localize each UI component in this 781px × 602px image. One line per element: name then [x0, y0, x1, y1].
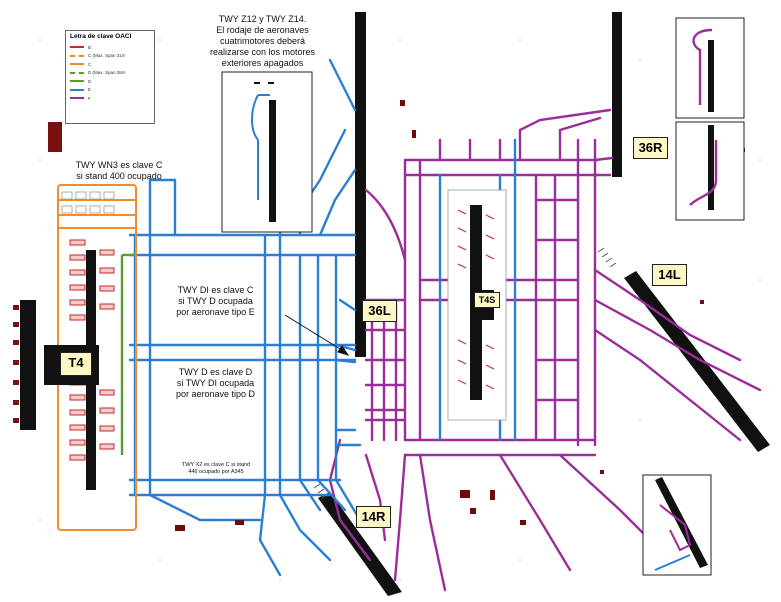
runway-label-14l: 14L: [652, 264, 687, 286]
callout-arrow: [284, 314, 350, 356]
legend-title: Letra de clave OACI: [70, 33, 132, 40]
legend-swatch: [70, 80, 84, 83]
legend-swatch: [70, 97, 84, 100]
legend-item: E: [70, 86, 150, 95]
legend-item: B: [70, 43, 150, 52]
inset-14l-south: [642, 474, 712, 576]
legend-label: B: [88, 44, 92, 50]
callout-twy-x2: TWY X2 es clave C si stand 446 ocupado p…: [181, 462, 251, 475]
runway-label-36l: 36L: [362, 300, 397, 322]
legend-label: D (Max. Span 38m: [88, 70, 126, 76]
legend-item: D (Max. Span 38m: [70, 69, 150, 78]
runway-36r: [612, 12, 622, 177]
legend-swatch: [70, 88, 84, 91]
stand-area-wn3: [61, 191, 115, 214]
legend-item: F: [70, 94, 150, 103]
terminal-label-t4s: T4S: [474, 292, 500, 308]
legend-swatch: [70, 46, 84, 49]
callout-twy-wn3: TWY WN3 es clave C si stand 400 ocupado: [75, 160, 163, 181]
legend-item: D: [70, 77, 150, 86]
runway-14l: [624, 271, 770, 452]
building-block: [48, 122, 62, 152]
runway-36l: [355, 12, 366, 357]
legend-label: E: [88, 87, 92, 93]
runway-label-14r: 14R: [356, 506, 391, 528]
callout-twy-di: TWY DI es clave C si TWY D ocupada por a…: [176, 285, 255, 317]
callout-twy-d: TWY D es clave D si TWY DI ocupada por a…: [175, 367, 256, 399]
legend-label: D: [88, 78, 92, 84]
legend-label: F: [88, 95, 91, 101]
legend-swatch: [70, 54, 84, 57]
callout-twy-z12: TWY Z12 y TWY Z14. El rodaje de aeronave…: [209, 14, 316, 68]
inset-36r-north: [675, 17, 745, 119]
legend-label: C: [88, 61, 92, 67]
grid-dots: [39, 39, 761, 581]
runway-label-36r: 36R: [633, 137, 668, 159]
legend-swatch: [70, 71, 84, 74]
legend-label: C (Max. Span 31m: [88, 53, 126, 59]
taxiways-code-d: [120, 253, 135, 455]
inset-36r-south: [675, 121, 745, 221]
inset-z12: [221, 71, 313, 233]
legend-swatch: [70, 63, 84, 66]
taxiways-code-e: [128, 58, 517, 577]
legend-item: C (Max. Span 31m: [70, 52, 150, 61]
legend-item: C: [70, 60, 150, 69]
terminal-label-t4: T4: [60, 352, 92, 376]
